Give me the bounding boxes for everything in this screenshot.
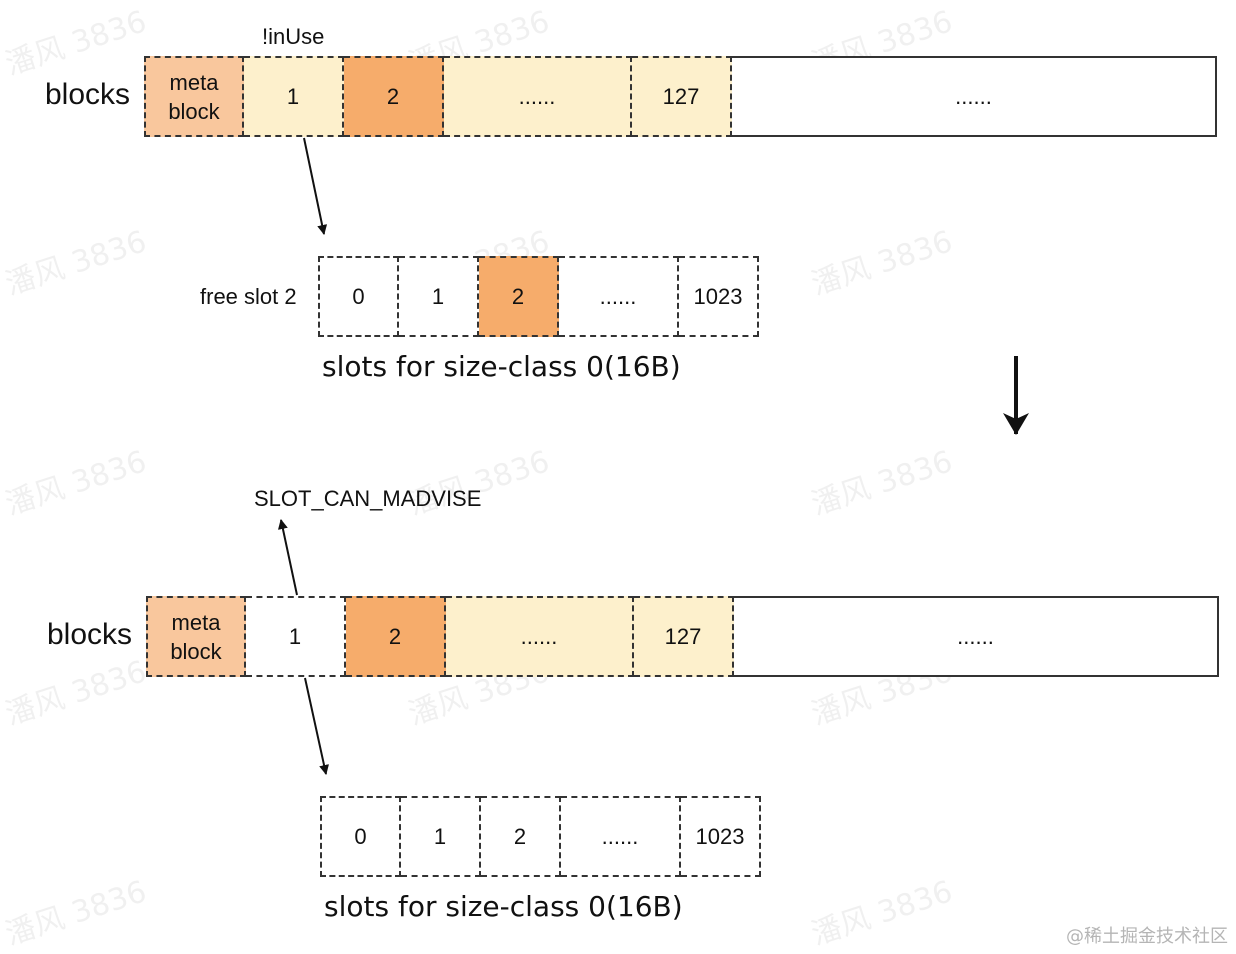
block-cell: ...... [446, 596, 634, 677]
in-use-note: !inUse [262, 24, 325, 49]
slot-cell: 1023 [679, 256, 759, 337]
pointer-arrow [303, 137, 328, 235]
block-cell: meta block [146, 596, 246, 677]
blocks-label: blocks [47, 618, 133, 651]
block-cell: 127 [632, 56, 732, 137]
block-cell: 2 [344, 56, 444, 137]
block-cell: 2 [346, 596, 446, 677]
block-cell: 1 [244, 56, 344, 137]
slots-caption: slots for size-class 0(16B) [324, 890, 683, 923]
madvise-note: SLOT_CAN_MADVISE [254, 486, 482, 511]
slot-cell: 1 [401, 796, 481, 877]
slot-cell: 0 [320, 796, 401, 877]
block-cell: ...... [734, 596, 1219, 677]
slot-cell: 2 [479, 256, 559, 337]
slots-caption: slots for size-class 0(16B) [322, 350, 681, 383]
slot-cell: ...... [561, 796, 681, 877]
slot-cell: 0 [318, 256, 399, 337]
slot-cell: 1023 [681, 796, 761, 877]
block-cell: ...... [444, 56, 632, 137]
slot-cell: 2 [481, 796, 561, 877]
pointer-arrow [304, 677, 329, 775]
block-cell: 127 [634, 596, 734, 677]
slot-cell: ...... [559, 256, 679, 337]
slot-cell: 1 [399, 256, 479, 337]
madvise-arrow [277, 519, 298, 596]
block-cell: 1 [246, 596, 346, 677]
blocks-label: blocks [45, 78, 131, 111]
block-cell: meta block [144, 56, 244, 137]
footer-watermark: @稀土掘金技术社区 [1066, 926, 1228, 947]
free-slot-label: free slot 2 [200, 284, 297, 309]
block-cell: ...... [732, 56, 1217, 137]
